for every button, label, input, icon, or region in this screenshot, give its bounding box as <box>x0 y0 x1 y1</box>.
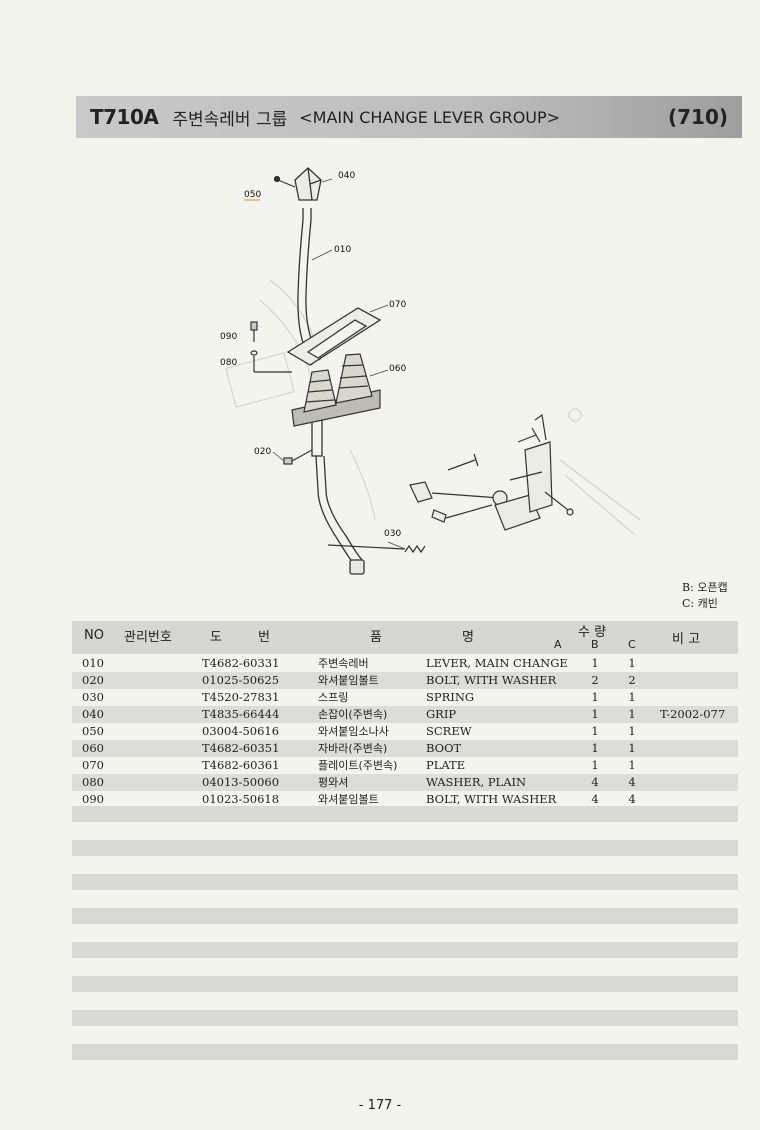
table-row: 030 T4520-27831 스프링 SPRING 1 1 <box>82 690 636 704</box>
callout-080: 080 <box>220 358 237 368</box>
callout-070: 070 <box>389 300 406 310</box>
callout-030: 030 <box>384 529 401 539</box>
lever-plate <box>286 307 382 366</box>
table-row: 010 T4682-60331 주변속레버 LEVER, MAIN CHANGE… <box>82 656 636 670</box>
group-number: (710) <box>667 105 728 129</box>
callout-020: 020 <box>254 447 271 457</box>
callout-090: 090 <box>220 332 237 342</box>
header-drawing-2: 번 <box>258 630 270 645</box>
parts-table-header: NO 관리번호 도 번 품 명 수 량 A B C 비 고 <box>72 621 738 654</box>
background-ghost-parts <box>225 279 641 536</box>
table-row: 080 04013-50060 평와셔 WASHER, PLAIN 4 4 <box>72 774 738 791</box>
bolt-090-washer-080 <box>250 321 292 373</box>
header-qty-a: A <box>554 638 562 651</box>
lever-boot <box>291 353 381 427</box>
grip-knob <box>294 167 322 201</box>
bolt-020 <box>283 449 313 465</box>
empty-row <box>72 1044 738 1060</box>
header-name-2: 명 <box>462 630 474 645</box>
group-title-korean: 주변속레버 그룹 <box>172 109 288 130</box>
empty-row <box>72 840 738 856</box>
empty-row <box>72 908 738 924</box>
group-code: T710A <box>90 105 159 129</box>
empty-row <box>72 942 738 958</box>
callout-040: 040 <box>338 171 355 181</box>
group-title-english: <MAIN CHANGE LEVER GROUP> <box>299 107 561 127</box>
header-qty-c: C <box>628 638 636 651</box>
empty-row <box>72 806 738 822</box>
callout-060: 060 <box>389 364 406 374</box>
header-management-number: 관리번호 <box>124 630 172 645</box>
table-row: 060 T4682-60351 자바라(주변속) BOOT 1 1 <box>72 740 738 757</box>
table-row: 090 01023-50618 와셔붙임볼트 BOLT, WITH WASHER… <box>82 792 636 806</box>
header-remark: 비 고 <box>672 632 701 647</box>
header-drawing-1: 도 <box>210 630 222 645</box>
callout-050: 050 <box>244 190 261 200</box>
page-number: - 177 - <box>358 1098 402 1113</box>
legend-cabin: C: 캐빈 <box>682 597 718 610</box>
table-row: 020 01025-50625 와셔붙임볼트 BOLT, WITH WASHER… <box>72 672 738 689</box>
empty-row <box>72 1010 738 1026</box>
screw-050 <box>273 175 296 188</box>
table-row: 040 T4835-66444 손잡이(주변속) GRIP 1 1 T-2002… <box>72 706 738 723</box>
table-row: 050 03004-50616 와셔붙임소나사 SCREW 1 1 <box>82 724 636 738</box>
group-header: T710A 주변속레버 그룹 <MAIN CHANGE LEVER GROUP>… <box>76 96 742 138</box>
cab-type-legend: B: 오픈캡 C: 캐빈 <box>682 580 728 612</box>
legend-open-cab: B: 오픈캡 <box>682 581 728 594</box>
spring-030 <box>327 544 426 554</box>
header-quantity: 수 량 <box>578 625 607 640</box>
leader-lines <box>272 178 406 550</box>
empty-row <box>72 976 738 992</box>
callout-010: 010 <box>334 245 351 255</box>
linkage-bracket-assembly <box>409 413 574 531</box>
header-qty-b: B <box>591 638 599 651</box>
empty-row <box>72 874 738 890</box>
table-row: 070 T4682-60361 플레이트(주변속) PLATE 1 1 <box>82 758 636 772</box>
header-name-1: 품 <box>370 630 382 645</box>
exploded-parts-diagram: 040 050 010 070 090 080 060 020 030 <box>220 167 641 575</box>
empty-table-rows <box>72 806 738 1078</box>
header-no: NO <box>84 628 104 643</box>
parts-table-body: 010 T4682-60331 주변속레버 LEVER, MAIN CHANGE… <box>72 655 738 808</box>
